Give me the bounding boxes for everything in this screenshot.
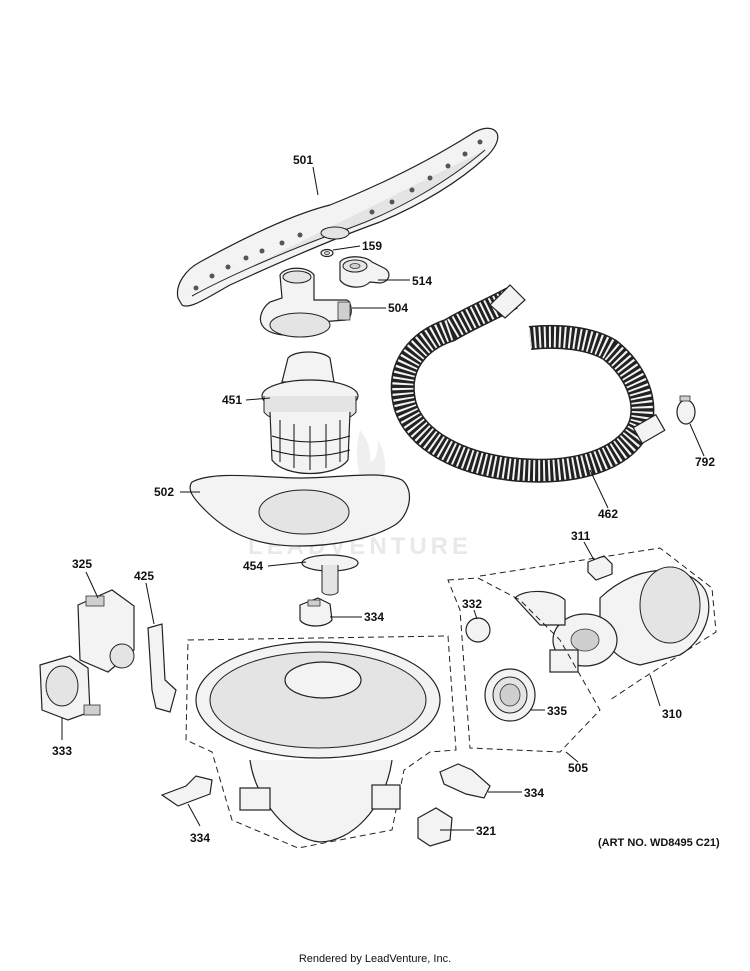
label-310: 310 <box>662 707 682 721</box>
label-333: 333 <box>52 744 72 758</box>
filter-plate-part <box>189 474 411 547</box>
label-332: 332 <box>462 597 482 611</box>
clip-part-right <box>439 763 491 799</box>
clip-part-left <box>160 775 213 807</box>
label-505: 505 <box>568 761 588 775</box>
label-502: 502 <box>154 485 174 499</box>
label-454: 454 <box>243 559 263 573</box>
label-321: 321 <box>476 824 496 838</box>
label-311: 311 <box>571 529 591 543</box>
manifold-part <box>259 267 352 338</box>
label-159: 159 <box>362 239 382 253</box>
hose-clamp-part <box>676 395 696 425</box>
grommet-part <box>587 555 613 581</box>
label-792: 792 <box>695 455 715 469</box>
label-334-right: 334 <box>524 786 544 800</box>
footer-credit: Rendered by LeadVenture, Inc. <box>298 953 452 965</box>
leader-lines <box>61 166 705 831</box>
label-504: 504 <box>388 301 408 315</box>
label-514: 514 <box>412 274 432 288</box>
motor-assembly-outline <box>479 547 717 701</box>
pump-assembly-outline <box>447 577 601 753</box>
art-number: (ART NO. WD8495 C21) <box>598 837 720 849</box>
bearing-part <box>339 256 390 288</box>
sensor-part <box>417 807 453 847</box>
motor-part <box>39 655 101 721</box>
part-labels: 501 159 514 504 451 502 454 334 325 425 … <box>52 153 715 845</box>
washer-part <box>320 248 334 258</box>
sump-assembly-outline <box>185 635 457 849</box>
label-501: 501 <box>293 153 313 167</box>
label-451: 451 <box>222 393 242 407</box>
pump-seal-part <box>484 668 536 722</box>
label-334-left: 334 <box>190 831 210 845</box>
spring-part <box>147 623 177 713</box>
label-334-top: 334 <box>364 610 384 624</box>
label-462: 462 <box>598 507 618 521</box>
sump-part <box>195 641 441 843</box>
label-325: 325 <box>72 557 92 571</box>
label-335: 335 <box>547 704 567 718</box>
pump-clamp-part <box>465 617 491 643</box>
filter-cap-part <box>301 554 359 596</box>
diverter-motor-part <box>77 589 135 673</box>
label-425: 425 <box>134 569 154 583</box>
spray-arm-part <box>176 127 499 307</box>
drain-hose-part <box>390 284 666 483</box>
filter-assembly-part <box>261 351 359 475</box>
clip-part-top <box>299 597 333 627</box>
pump-part <box>514 566 710 673</box>
